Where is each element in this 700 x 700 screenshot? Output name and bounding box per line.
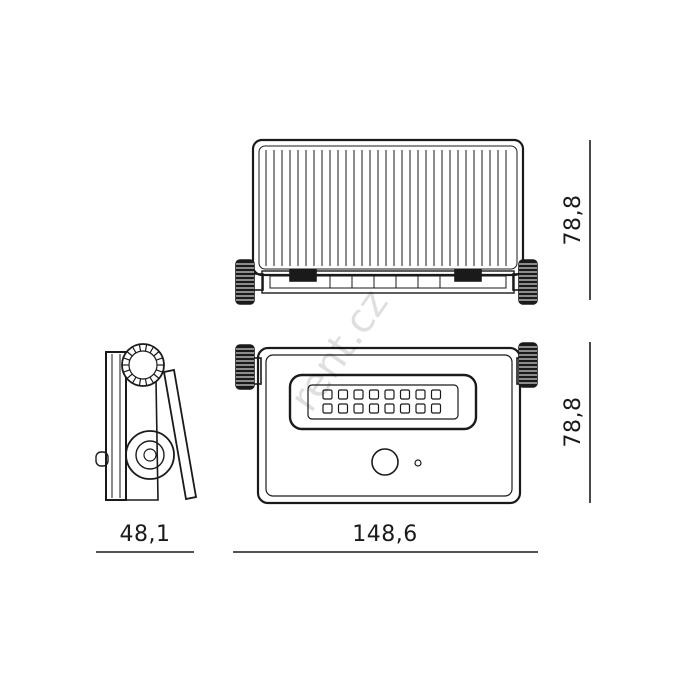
bracket-slots <box>329 276 441 288</box>
knurl-tooth <box>144 378 148 386</box>
knurl-teeth <box>122 344 164 386</box>
knurl-lines <box>236 348 254 386</box>
led <box>337 403 349 414</box>
knob-side <box>121 343 165 387</box>
front-view <box>235 342 538 505</box>
knurl-tooth <box>149 376 155 384</box>
rear-peg <box>95 451 109 467</box>
led <box>430 389 442 400</box>
knurl-lines <box>519 346 537 384</box>
knurl-tooth <box>144 344 148 352</box>
hinge-core <box>143 448 157 462</box>
knurl-tooth <box>138 344 142 352</box>
led <box>337 389 349 400</box>
knob-front-left <box>235 344 255 390</box>
bracket-strip <box>261 270 515 294</box>
knob-top-left <box>235 259 255 305</box>
led <box>384 389 395 400</box>
dimension-lines <box>96 140 591 553</box>
side-view <box>95 343 198 501</box>
heatsink-body <box>251 138 525 277</box>
led <box>368 389 380 400</box>
side-bracket <box>125 371 159 501</box>
side-housing <box>105 351 127 501</box>
knurl-tooth <box>123 357 131 361</box>
led <box>399 389 411 400</box>
knurl-tooth <box>153 351 160 357</box>
knurl-tooth <box>149 346 155 354</box>
dim-front-width: 148,6 <box>352 522 417 547</box>
dim-top-height: 78,8 <box>561 195 586 246</box>
clip-right <box>454 269 482 282</box>
led <box>353 403 364 414</box>
front-housing <box>256 346 522 505</box>
top-view <box>235 138 538 305</box>
dim-side-depth: 48,1 <box>120 522 171 547</box>
knob-front-right <box>518 342 538 388</box>
bracket-strip-inner <box>269 275 507 289</box>
knurl-tooth <box>131 346 137 354</box>
heatsink-fins <box>265 150 507 266</box>
led <box>322 403 333 414</box>
knurl-lines <box>236 263 254 301</box>
knob-top-right <box>518 259 538 305</box>
knurl-tooth <box>153 373 160 379</box>
side-stand-leg <box>162 368 198 501</box>
led-lens-outer <box>288 373 478 431</box>
led <box>415 403 426 414</box>
knurl-tooth <box>155 357 163 361</box>
led <box>322 389 333 400</box>
pir-sensor <box>371 448 399 476</box>
heatsink-inner <box>258 145 518 270</box>
dim-front-height: 78,8 <box>561 397 586 448</box>
knurl-tooth <box>155 369 163 373</box>
led-array <box>322 389 442 414</box>
led <box>368 403 380 414</box>
led <box>384 403 395 414</box>
led-lens-inner <box>307 384 459 420</box>
knurl-tooth <box>126 351 133 357</box>
led <box>415 389 426 400</box>
hinge-inner <box>135 440 165 470</box>
knurl-tooth <box>138 378 142 386</box>
led <box>430 403 442 414</box>
hinge-outer <box>125 430 175 480</box>
led <box>353 389 364 400</box>
clip-left <box>289 269 317 282</box>
knurl-tooth <box>126 373 133 379</box>
knurl-tooth <box>131 376 137 384</box>
indicator-led <box>414 459 422 467</box>
led <box>399 403 411 414</box>
knurl-tooth <box>123 369 131 373</box>
front-bezel <box>265 354 513 497</box>
knurl-lines <box>519 263 537 301</box>
